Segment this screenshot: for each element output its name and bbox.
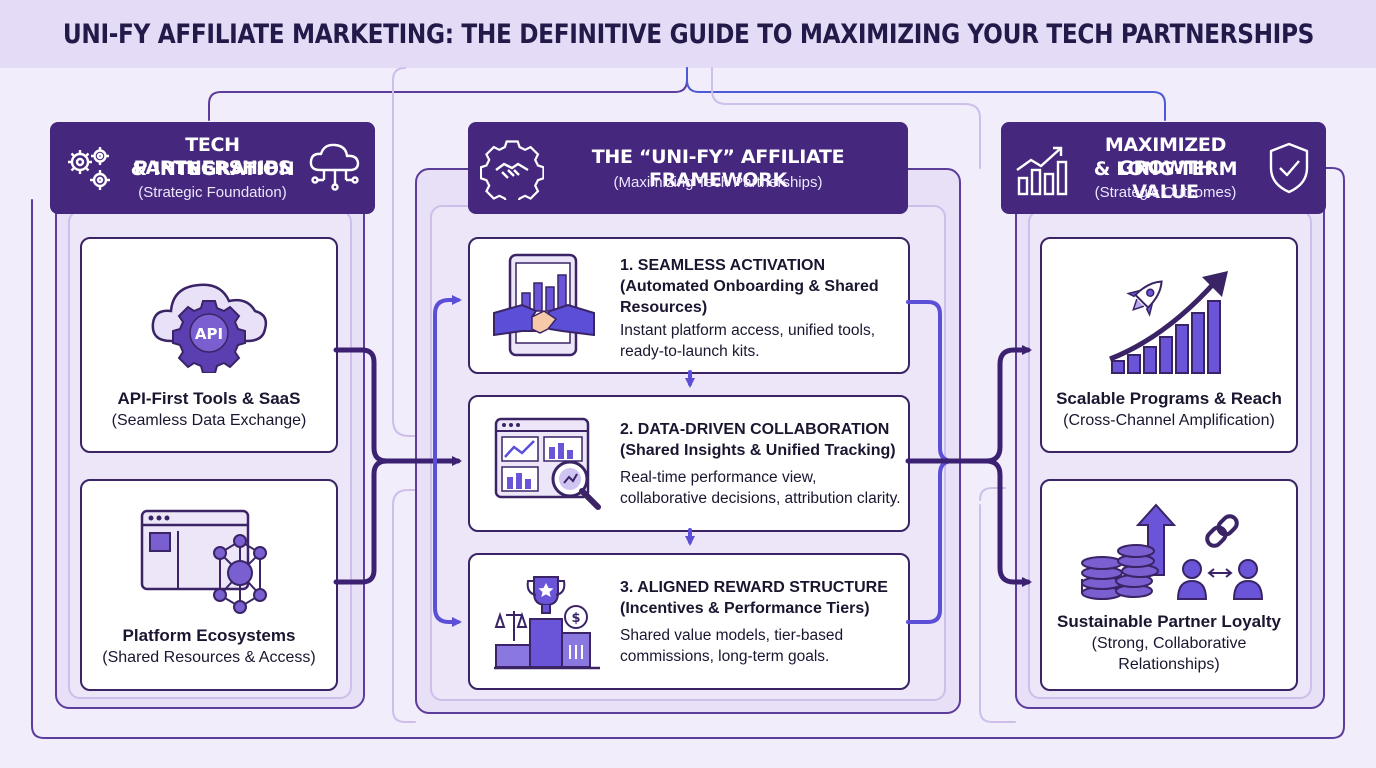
api-icon-label: API [195, 325, 223, 343]
card-api-subtitle: (Seamless Data Exchange) [111, 412, 307, 429]
card-scalable-subtitle: (Cross-Channel Amplification) [1063, 412, 1275, 429]
right-panel-header: MAXIMIZED GROWTH & LONG-TERM VALUE (Stra… [1001, 122, 1326, 214]
shield-check-icon [1265, 140, 1313, 201]
svg-text:$: $ [571, 611, 580, 626]
page-title: UNI-FY AFFILIATE MARKETING: THE DEFINITI… [62, 18, 1314, 50]
arrow-to-step1 [433, 295, 462, 463]
card-loyalty-title: Sustainable Partner Loyalty [1057, 612, 1281, 631]
rocket-growth-icon [1106, 267, 1236, 384]
step3-desc-1: Shared value models, tier-based [620, 627, 844, 644]
right-header-subtitle: (Strategic Outcomes) [1094, 184, 1237, 201]
step2-title-1: 2. DATA-DRIVEN COLLABORATION [620, 421, 890, 438]
right-header-title-2: & LONG-TERM VALUE [1093, 158, 1238, 203]
card-loyalty-subtitle-2: Relationships) [1118, 656, 1220, 673]
step2-desc-2: collaborative decisions, attribution cla… [620, 490, 901, 507]
left-panel-header: TECH PARTNERSHIPS & INTEGRATION (Strateg… [50, 122, 375, 214]
arrow-to-step3 [433, 459, 462, 627]
step2-title-2: (Shared Insights & Unified Tracking) [620, 442, 896, 459]
arrow-step1-out [906, 300, 955, 463]
card-partner-loyalty: Sustainable Partner Loyalty (Strong, Col… [1040, 479, 1298, 691]
center-panel-header: THE “UNI-FY” AFFILIATE FRAMEWORK (Maximi… [468, 122, 908, 214]
step1-title-1: 1. SEAMLESS ACTIVATION [620, 257, 826, 274]
card-platform-title: Platform Ecosystems [122, 626, 296, 645]
arrow-step3-out [906, 459, 955, 624]
step-data-driven-collaboration: 2. DATA-DRIVEN COLLABORATION (Shared Ins… [468, 395, 910, 532]
left-header-title-2: & INTEGRATION [130, 158, 295, 180]
right-header-title-1: MAXIMIZED GROWTH [1104, 134, 1227, 179]
arrow-api-to-framework [333, 347, 462, 466]
arrow-to-loyalty [983, 458, 1032, 587]
step3-title-1: 3. ALIGNED REWARD STRUCTURE [620, 579, 888, 596]
left-header-subtitle: (Strategic Foundation) [138, 184, 287, 201]
step1-desc-2: ready-to-launch kits. [620, 343, 760, 360]
center-header-title: THE “UNI-FY” AFFILIATE FRAMEWORK [591, 146, 845, 191]
card-api-title: API-First Tools & SaaS [117, 389, 301, 408]
card-scalable-programs: Scalable Programs & Reach (Cross-Channel… [1040, 237, 1298, 453]
title-bar: UNI-FY AFFILIATE MARKETING: THE DEFINITI… [0, 0, 1376, 68]
step1-title-2: (Automated Onboarding & Shared [620, 278, 879, 295]
browser-network-icon [138, 503, 284, 624]
arrow-platform-to-framework [333, 458, 390, 585]
coins-arrow-icon [1076, 503, 1177, 608]
arrow-to-scalable [983, 345, 1032, 464]
card-platform-subtitle: (Shared Resources & Access) [102, 649, 316, 666]
center-header-subtitle: (Maximizing Tech Partnerships) [613, 174, 823, 191]
step3-title-2: (Incentives & Performance Tiers) [620, 600, 870, 617]
trophy-podium-icon: $ [492, 571, 604, 676]
cloud-api-gear-icon: API [147, 273, 271, 378]
step3-desc-2: commissions, long-term goals. [620, 648, 830, 665]
card-scalable-title: Scalable Programs & Reach [1056, 389, 1282, 408]
cloud-network-icon [306, 140, 364, 201]
growth-chart-icon [1013, 140, 1071, 203]
dashboard-magnifier-icon [494, 417, 604, 518]
step2-desc-1: Real-time performance view, [620, 469, 817, 486]
step1-desc-1: Instant platform access, unified tools, [620, 322, 876, 339]
left-header-title-1: TECH PARTNERSHIPS [133, 134, 292, 179]
handshake-gear-icon [479, 136, 545, 206]
card-api-first-tools: API API-First Tools & SaaS (Seamless Dat… [80, 237, 338, 453]
linked-partners-icon [1176, 507, 1266, 610]
card-platform-ecosystems: Platform Ecosystems (Shared Resources & … [80, 479, 338, 691]
step1-title-3: Resources) [620, 299, 708, 316]
tablet-handshake-icon [492, 253, 596, 362]
card-loyalty-subtitle-1: (Strong, Collaborative [1091, 635, 1247, 652]
gears-icon [62, 142, 116, 201]
step-aligned-reward-structure: $ 3. ALIGNED REWARD STRUCTURE (Incentive… [468, 553, 910, 690]
